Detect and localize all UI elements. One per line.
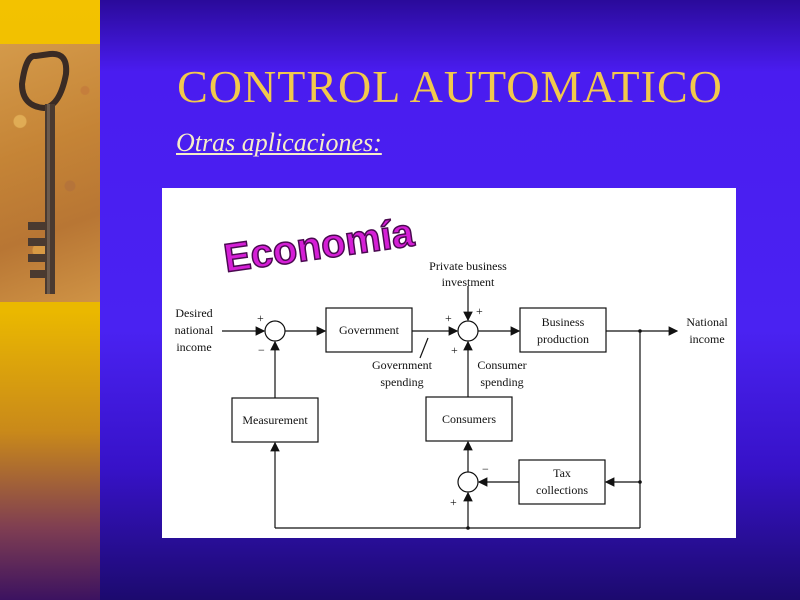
left-decor-panel — [0, 0, 100, 600]
tax-label-2: collections — [536, 483, 588, 497]
private-investment-label-2: investment — [442, 275, 495, 289]
summing-junction-2 — [457, 320, 479, 342]
government-block — [325, 307, 413, 353]
business-block — [519, 307, 607, 353]
gov-spending-pointer — [419, 337, 429, 359]
consumers-label: Consumers — [442, 412, 496, 426]
private-investment-label-1: Private business — [429, 259, 507, 273]
tax-label-1: Tax — [553, 466, 571, 480]
desired-income-label-2: national — [175, 323, 214, 337]
key-photo — [0, 44, 100, 302]
takeoff-dot-2 — [638, 480, 642, 484]
desired-income-label-3: income — [176, 340, 211, 354]
sum1-plus-sign: + — [257, 311, 264, 325]
measurement-label: Measurement — [242, 413, 308, 427]
gov-spending-label-2: spending — [380, 375, 423, 389]
sum2-left-plus-sign: + — [445, 311, 452, 325]
block-diagram: Economía Government Business production … — [162, 188, 736, 538]
national-income-label-2: income — [689, 332, 724, 346]
tax-block — [518, 459, 606, 505]
gov-spending-label-1: Government — [372, 358, 433, 372]
diagram-svg: Economía Government Business production … — [175, 210, 728, 530]
sum2-bottom-plus-sign: + — [451, 343, 458, 357]
summing-junction-3 — [457, 471, 479, 493]
business-label-2: production — [537, 332, 589, 346]
economia-wordart: Economía — [221, 211, 417, 281]
key-icon — [18, 50, 70, 294]
sum2-top-plus-sign: + — [476, 304, 483, 318]
sum1-minus-sign: − — [258, 343, 265, 357]
slide-subtitle: Otras aplicaciones: — [176, 128, 382, 157]
consumer-spending-label-1: Consumer — [477, 358, 526, 372]
national-income-label-1: National — [686, 315, 728, 329]
slide-title: CONTROL AUTOMATICO — [177, 61, 723, 112]
takeoff-dot-1 — [638, 329, 642, 333]
measurement-block — [231, 397, 319, 443]
business-label-1: Business — [542, 315, 585, 329]
government-label: Government — [339, 323, 400, 337]
consumer-spending-label-2: spending — [480, 375, 523, 389]
desired-income-label-1: Desired — [175, 306, 212, 320]
summing-junction-1 — [264, 320, 286, 342]
sum3-minus-sign: − — [482, 462, 489, 476]
sum3-plus-sign: + — [450, 495, 457, 509]
takeoff-dot-3 — [466, 526, 470, 530]
